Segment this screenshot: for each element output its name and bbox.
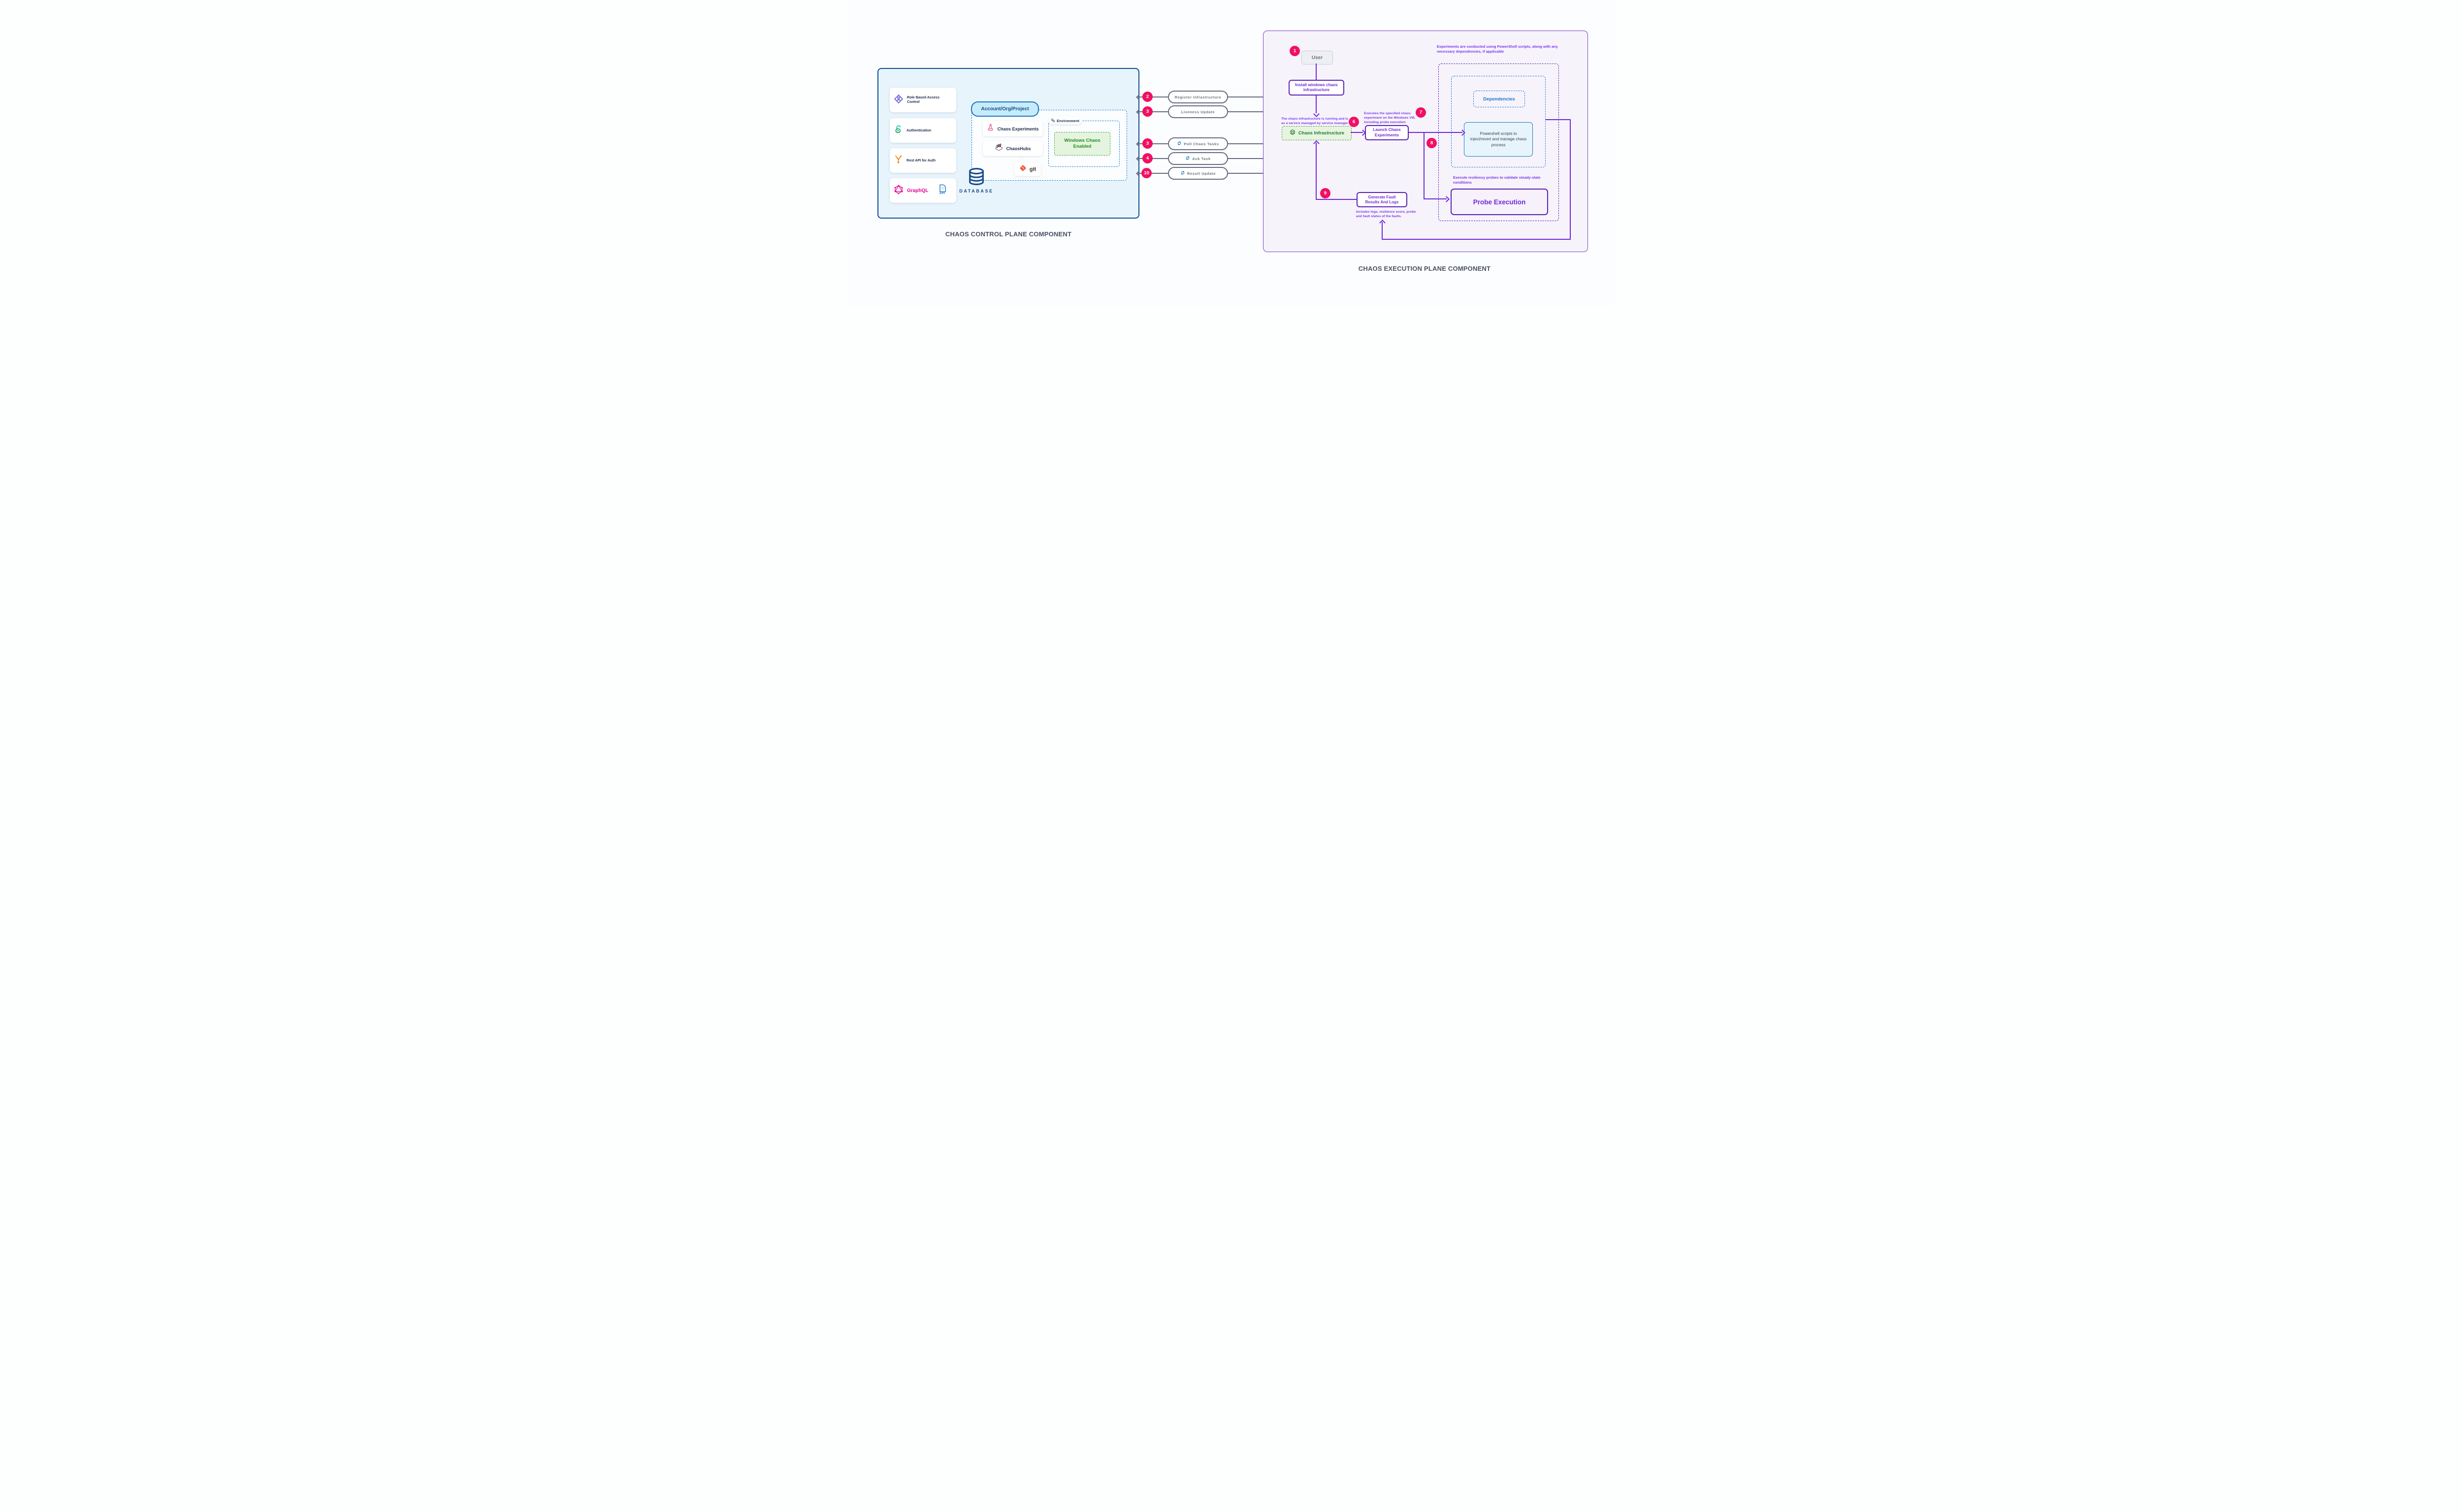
git-icon [1019,164,1027,174]
connector-loop-down [1570,119,1571,240]
graphql-icon [894,185,904,197]
connector-results-up [1316,143,1317,200]
execution-plane-title: CHAOS EXECUTION PLANE COMPONENT [1358,265,1491,272]
database-label: DATABASE [959,189,994,193]
flow-badge-3a: 3 [1142,106,1153,117]
environment-label: Environment [1057,118,1079,123]
node-git: git [1014,162,1041,176]
card-rbac: Role Based Access Control [890,88,956,112]
badge-6: 6 [1349,117,1359,127]
note-includes-logs: Includes logs, resilience score, probe a… [1356,210,1416,219]
connector-install-infra [1316,96,1317,113]
flow-badge-4: 4 [1142,153,1153,163]
flow-pill-result-update: Result Update [1168,167,1228,180]
note-resiliency-probes: Execute resiliency probes to validate st… [1453,175,1541,185]
node-install-infrastructure: Install windows chaos infrastructure [1289,80,1344,96]
node-chaoshubs-label: ChaosHubs [1006,146,1031,151]
card-rbac-label: Role Based Access Control [907,95,940,104]
flow-pill-liveness-label: Liveness Update [1181,109,1215,114]
node-git-label: git [1029,166,1037,172]
node-user-label: User [1311,55,1323,61]
node-launch-experiments: Launch Chaos Experiments [1365,125,1409,140]
environment-box [1048,121,1120,167]
flask-icon [987,124,994,134]
connector-branch-down [1424,132,1425,199]
connector-infra-launch [1351,132,1363,133]
connector-loop-up [1382,222,1383,240]
flow-badge-10: 10 [1141,168,1152,178]
scripts-scope-box [1451,76,1546,167]
flow-pill-poll-label: Poll Chaos Tasks [1184,141,1219,146]
card-authentication-label: Authentication [907,128,932,132]
note-powershell-scripts: Experiments are conducted using PowerShe… [1437,44,1558,54]
chaos-infrastructure-icon [1289,129,1296,137]
sync-icon [1185,154,1190,163]
card-graphql-label: GraphQL [907,188,929,193]
connector-launch-powershell [1409,132,1462,133]
flow-pill-liveness-update: Liveness Update [1168,105,1228,118]
auth-icon [894,125,903,136]
node-chaos-infrastructure: Chaos Infrastructure [1282,126,1352,140]
chaos-execution-plane-panel [1263,31,1588,252]
flow-pill-register-infrastructure: Register Infrastructure [1168,91,1228,103]
database-icon [967,167,986,190]
environment-label-pill: Environment [1048,117,1082,125]
node-dependencies: Dependencies [1473,91,1525,107]
rest-api-icon [894,155,903,166]
flow-pill-ack-task: Ack Task [1168,152,1228,165]
node-install-label: Install windows chaos infrastructure [1295,82,1338,92]
node-chaoshubs: ChaosHubs [983,141,1043,156]
flow-pill-register-label: Register Infrastructure [1174,95,1222,99]
connector-results-left [1316,199,1357,200]
card-authentication: Authentication [890,118,956,143]
control-plane-title: CHAOS CONTROL PLANE COMPONENT [945,230,1072,238]
node-chaos-experiments: Chaos Experiments [983,121,1043,136]
node-probe-execution: Probe Execution [1451,189,1548,215]
flow-badge-2: 2 [1142,92,1153,102]
flow-pill-ack-label: Ack Task [1192,156,1211,161]
flow-pill-result-label: Result Update [1187,171,1216,176]
connector-loop-bottom [1382,239,1571,240]
windows-chaos-enabled-label: Windows Chaos Enabled [1064,137,1101,149]
account-org-project-label: Account/Org/Project [981,106,1029,112]
node-chaos-infrastructure-label: Chaos Infrastructure [1298,130,1345,136]
node-dependencies-label: Dependencies [1483,96,1515,102]
badge-8: 8 [1426,138,1437,148]
node-powershell-label: Powershell scripts to inject/revert and … [1470,131,1527,147]
account-org-project-pill: Account/Org/Project [971,101,1039,117]
flow-pill-poll-chaos-tasks: Poll Chaos Tasks [1168,137,1228,150]
badge-9: 9 [1320,188,1330,198]
card-graphql: GraphQL API [890,178,956,203]
node-powershell-scripts: Powershell scripts to inject/revert and … [1464,122,1533,157]
node-chaos-experiments-label: Chaos Experiments [997,126,1039,131]
connector-loop-right [1546,119,1571,120]
card-rest-api: Rest API for Auth [890,148,956,173]
badge-7: 7 [1416,107,1426,118]
node-probe-execution-label: Probe Execution [1473,198,1526,206]
diagram-canvas: Role Based Access Control Authentication [847,0,1615,306]
node-user: User [1301,51,1333,64]
rbac-icon [894,94,904,106]
badge-1: 1 [1290,46,1300,56]
sync-icon [1177,139,1182,148]
note-service-manager: The chaos infrastructure is running and … [1281,117,1348,126]
vm-scope-box [1438,64,1559,221]
sync-icon [1180,169,1185,178]
card-rest-api-label: Rest API for Auth [907,158,936,162]
connector-user-install [1316,64,1317,80]
connector-branch-probe [1424,198,1447,199]
node-launch-label: Launch Chaos Experiments [1373,128,1401,137]
flow-badge-3b: 3 [1142,138,1153,149]
svg-text:API: API [939,192,945,194]
node-generate-results: Generate Fault Results And Logs [1357,192,1407,207]
windows-chaos-enabled-box: Windows Chaos Enabled [1054,132,1110,156]
api-doc-icon: API [939,184,947,197]
note-executes-experiment: Executes the specified chaos experiment … [1364,112,1416,125]
chaoshubs-icon [995,143,1003,154]
environment-icon [1051,118,1055,124]
node-generate-results-label: Generate Fault Results And Logs [1365,194,1399,204]
